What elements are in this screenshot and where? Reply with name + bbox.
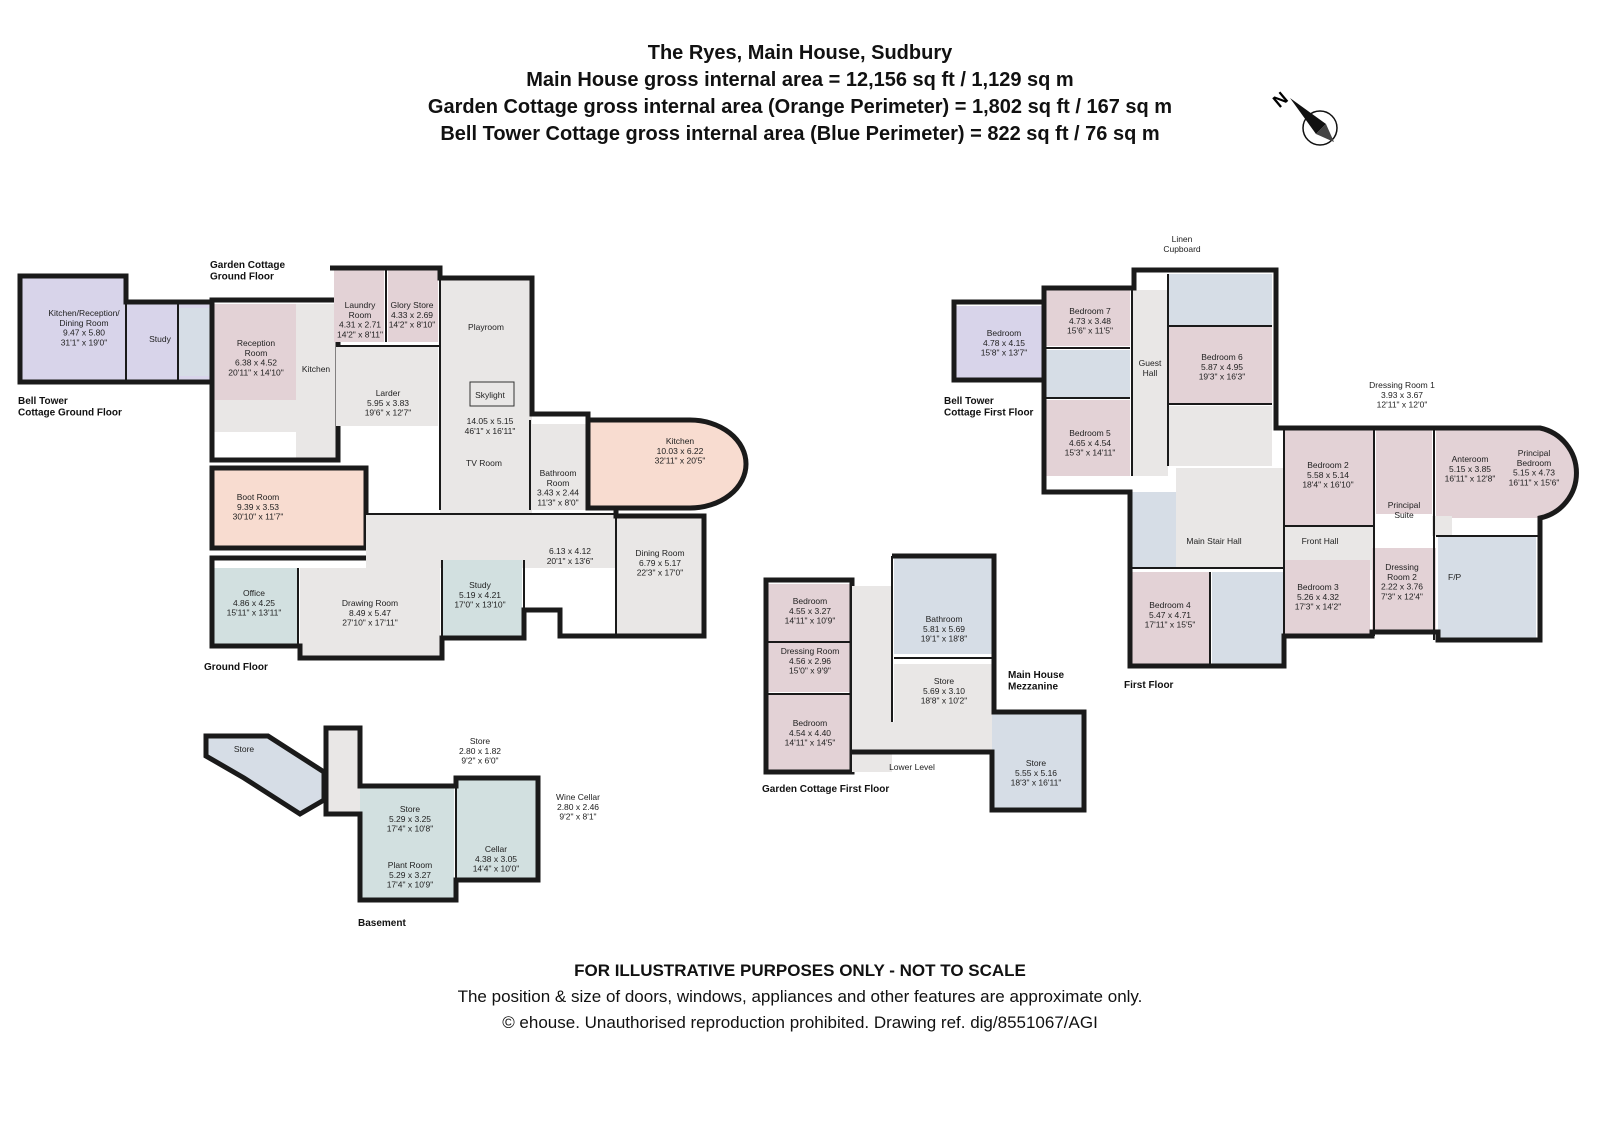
- room-main-stair-hall: Main Stair Hall: [1186, 536, 1241, 546]
- footer-note: The position & size of doors, windows, a…: [457, 987, 1143, 1006]
- compass-letter: N: [1269, 88, 1292, 112]
- area-main-house: Main House gross internal area = 12,156 …: [526, 69, 1074, 91]
- room-kitchen-garden-cottage: Kitchen: [302, 364, 331, 374]
- room-front-hall: Front Hall: [1302, 536, 1339, 546]
- fp-mark: F/P: [1448, 572, 1462, 582]
- room-store-basement-left: Store: [234, 744, 255, 754]
- area-garden-cottage: Garden Cottage gross internal area (Oran…: [427, 96, 1173, 118]
- footer-disclaimer: FOR ILLUSTRATIVE PURPOSES ONLY - NOT TO …: [574, 961, 1026, 980]
- skylight: Skylight: [475, 390, 505, 400]
- label-basement: Basement: [358, 918, 406, 929]
- room-tv-room: TV Room: [466, 458, 502, 468]
- area-bell-tower: Bell Tower Cottage gross internal area (…: [440, 123, 1160, 145]
- label-garden-cottage-first: Garden Cottage First Floor: [762, 784, 889, 795]
- compass-icon: N: [1269, 88, 1338, 146]
- label-ground-floor: Ground Floor: [204, 662, 268, 673]
- label-first-floor: First Floor: [1124, 680, 1174, 691]
- footer-copyright: © ehouse. Unauthorised reproduction proh…: [502, 1013, 1098, 1032]
- page-title: The Ryes, Main House, Sudbury: [647, 42, 953, 64]
- room-study-bell-tower: Study: [149, 334, 171, 344]
- footer: FOR ILLUSTRATIVE PURPOSES ONLY - NOT TO …: [0, 958, 1600, 1036]
- room-playroom: Playroom: [468, 322, 504, 332]
- header: The Ryes, Main House, Sudbury Main House…: [0, 40, 1600, 148]
- lower-level-label: Lower Level: [889, 762, 935, 772]
